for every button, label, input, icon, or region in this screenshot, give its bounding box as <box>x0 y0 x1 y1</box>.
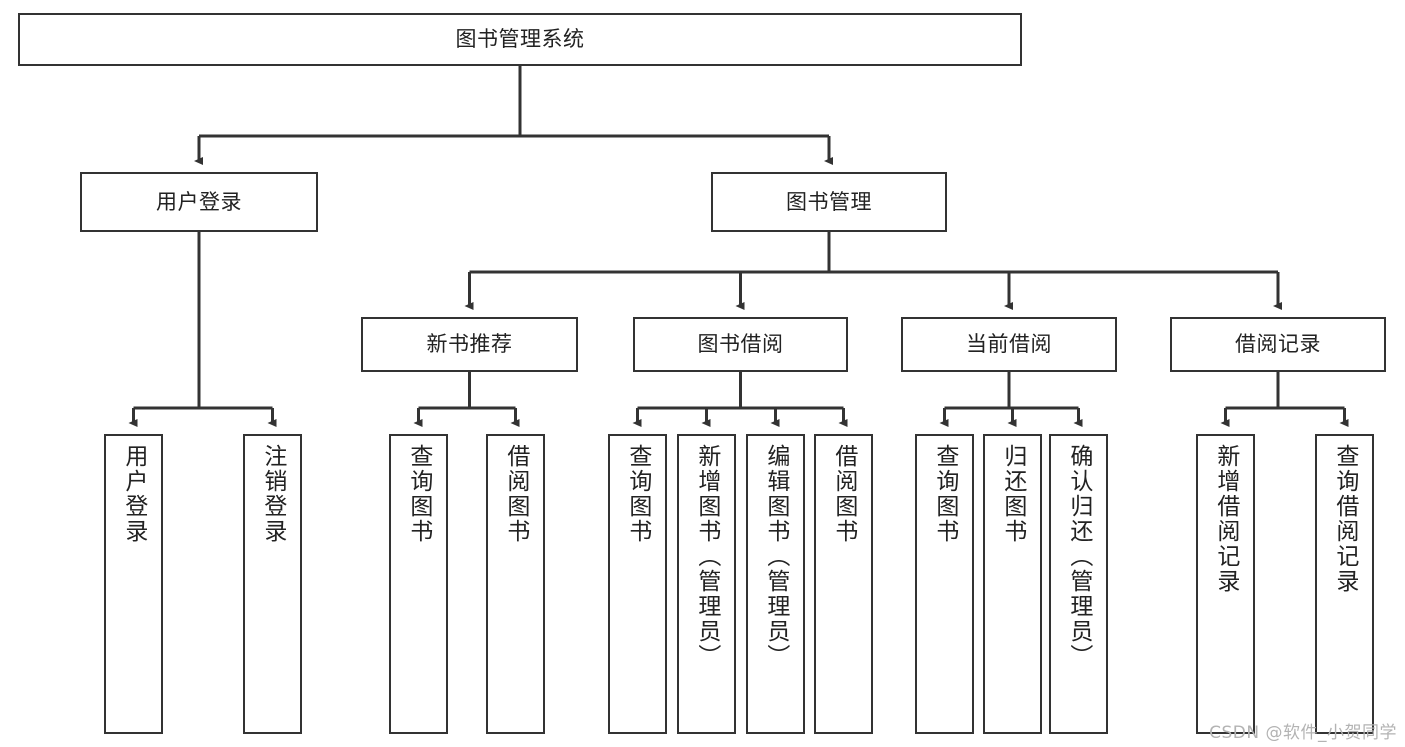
node-label: 查询图书 <box>931 444 958 544</box>
node-label: 编辑图书（管理员） <box>762 444 789 669</box>
node-label: 图书管理 <box>786 189 872 214</box>
node-l-edit[interactable]: 编辑图书（管理员） <box>746 434 805 734</box>
node-l-confirm[interactable]: 确认归还（管理员） <box>1049 434 1108 734</box>
node-label: 新书推荐 <box>426 332 513 357</box>
node-record[interactable]: 借阅记录 <box>1170 317 1386 372</box>
node-l-query2[interactable]: 查询图书 <box>608 434 667 734</box>
node-newbook[interactable]: 新书推荐 <box>361 317 578 372</box>
node-label: 查询图书 <box>405 444 432 544</box>
node-label: 新增借阅记录 <box>1212 444 1239 594</box>
node-borrow[interactable]: 图书借阅 <box>633 317 848 372</box>
node-root[interactable]: 图书管理系统 <box>18 13 1022 66</box>
node-label: 用户登录 <box>156 189 242 214</box>
node-login[interactable]: 用户登录 <box>80 172 318 232</box>
watermark: CSDN @软件_小贺同学 <box>1209 723 1397 743</box>
node-l-queryrec[interactable]: 查询借阅记录 <box>1315 434 1374 734</box>
node-label: 查询借阅记录 <box>1331 444 1358 594</box>
node-l-querynew[interactable]: 查询图书 <box>389 434 448 734</box>
node-label: 查询图书 <box>624 444 651 544</box>
node-label: 图书借阅 <box>697 332 784 357</box>
node-label: 归还图书 <box>999 444 1026 544</box>
node-label: 借阅记录 <box>1235 332 1321 357</box>
node-label: 用户登录 <box>120 444 147 544</box>
node-label: 注销登录 <box>259 444 286 544</box>
node-l-borrownew[interactable]: 借阅图书 <box>486 434 545 734</box>
node-label: 图书管理系统 <box>455 27 585 52</box>
node-label: 当前借阅 <box>966 332 1052 357</box>
node-label: 借阅图书 <box>502 444 529 544</box>
node-l-query3[interactable]: 查询图书 <box>915 434 974 734</box>
node-l-addrec[interactable]: 新增借阅记录 <box>1196 434 1255 734</box>
node-l-add[interactable]: 新增图书（管理员） <box>677 434 736 734</box>
node-label: 确认归还（管理员） <box>1065 444 1092 669</box>
node-label: 借阅图书 <box>830 444 857 544</box>
node-current[interactable]: 当前借阅 <box>901 317 1117 372</box>
node-label: 新增图书（管理员） <box>693 444 720 669</box>
node-l-login[interactable]: 用户登录 <box>104 434 163 734</box>
node-l-logout[interactable]: 注销登录 <box>243 434 302 734</box>
node-l-borrow2[interactable]: 借阅图书 <box>814 434 873 734</box>
node-bookmgmt[interactable]: 图书管理 <box>711 172 947 232</box>
node-l-return[interactable]: 归还图书 <box>983 434 1042 734</box>
